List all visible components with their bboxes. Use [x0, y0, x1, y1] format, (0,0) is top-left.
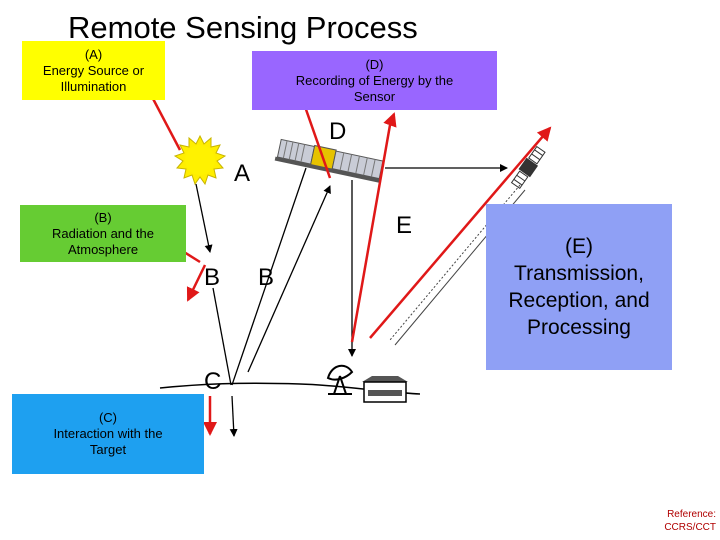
callout-target-interaction: (C) Interaction with the Target — [12, 394, 204, 474]
label-e: E — [396, 212, 413, 239]
callout-d-tag: (D) — [365, 56, 384, 72]
callout-e-line2: Reception, and — [508, 289, 650, 312]
callout-b-line1: Radiation and the — [52, 225, 154, 241]
callout-c-line1: Interaction with the — [53, 426, 163, 441]
label-b-reflected: B — [258, 264, 275, 291]
label-d: D — [329, 118, 347, 145]
callout-a-line1: Energy Source or — [42, 62, 145, 78]
receiving-dish-icon — [326, 364, 354, 395]
callout-radiation-atmosphere: (B) Radiation and the Atmosphere — [20, 205, 186, 262]
callout-sensor-recording: (D) Recording of Energy by the Sensor — [252, 51, 497, 110]
callout-e-tag: (E) — [565, 235, 593, 258]
reference-note: Reference: CCRS/CCT — [640, 508, 716, 534]
callout-d-line1: Recording of Energy by the — [295, 72, 454, 88]
callout-d-line2: Sensor — [353, 88, 396, 104]
callout-b-tag: (B) — [94, 209, 112, 225]
callout-energy-source: (A) Energy Source or Illumination — [22, 41, 165, 100]
ground-station-icon — [362, 376, 408, 403]
callout-a-line2: Illumination — [60, 78, 127, 94]
callout-c-line2: Target — [89, 442, 127, 457]
callout-a-tag: (A) — [84, 46, 103, 62]
relay-satellite-icon — [510, 145, 546, 190]
callout-transmission-processing: (E) Transmission, Reception, and Process… — [486, 204, 672, 370]
sun-icon — [173, 134, 227, 186]
page-title: Remote Sensing Process — [68, 10, 418, 45]
label-a: A — [234, 160, 251, 187]
reference-line2: CCRS/CCT — [664, 522, 716, 533]
reference-line1: Reference: — [667, 509, 716, 520]
label-b-incoming: B — [204, 264, 221, 291]
callout-e-line3: Processing — [527, 316, 631, 339]
callout-e-line1: Transmission, — [514, 262, 644, 285]
callout-b-line2: Atmosphere — [67, 241, 139, 257]
label-c: C — [204, 368, 222, 395]
callout-c-tag: (C) — [98, 410, 118, 425]
